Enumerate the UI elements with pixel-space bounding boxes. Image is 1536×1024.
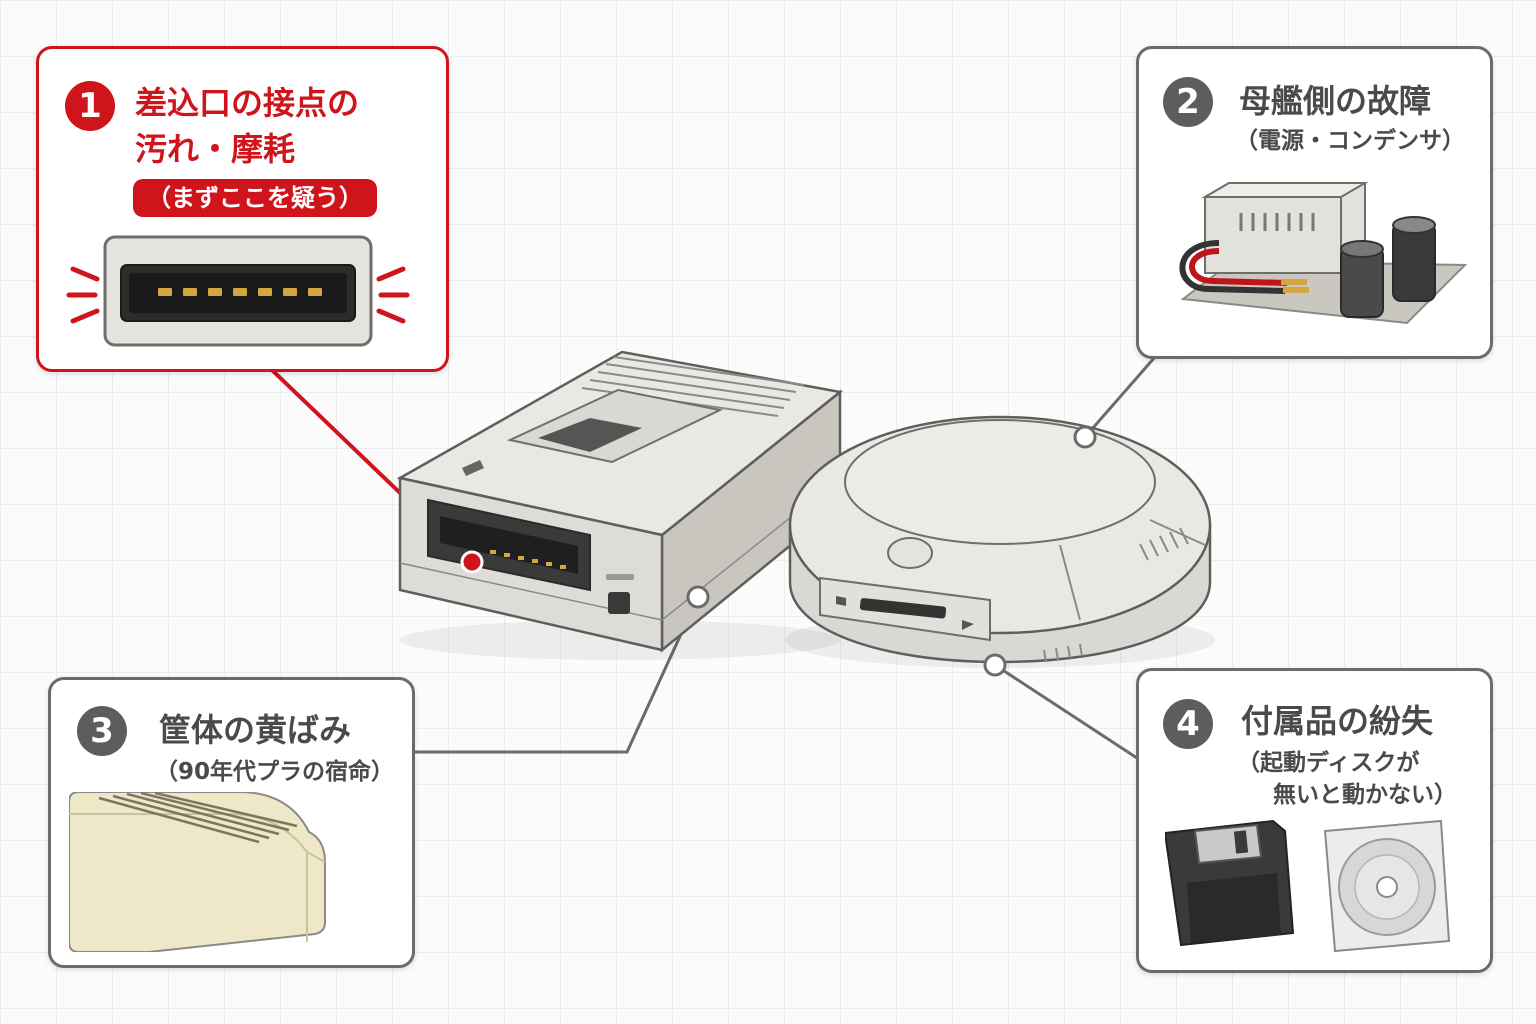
marker-dot-2 (1073, 425, 1097, 449)
cartridge-slot-contacts-icon (66, 235, 410, 347)
callout-case-yellowing: 3 筐体の黄ばみ （90年代プラの宿命） (48, 677, 415, 968)
priority-tag: （まずここを疑う） (133, 179, 377, 217)
callout-subtitle: （90年代プラの宿命） (155, 759, 395, 785)
cd-disc-icon (1323, 819, 1451, 953)
cartridge-adapter-device (396, 350, 843, 660)
round-console-device (785, 415, 1215, 677)
callout-title-line2: 汚れ・摩耗 (135, 130, 296, 168)
callout-number-badge: 3 (77, 706, 127, 756)
callout-number-badge: 2 (1163, 77, 1213, 127)
power-supply-capacitor-icon (1179, 182, 1468, 325)
yellowed-case-icon (69, 792, 326, 952)
callout-title: 母艦側の故障 (1239, 82, 1432, 120)
callout-title-line1: 差込口の接点の (135, 84, 360, 122)
callout-connector-contacts: 1 差込口の接点の 汚れ・摩耗 （まずここを疑う） (36, 46, 449, 372)
callout-number-badge: 4 (1163, 699, 1213, 749)
callout-subtitle-line2: 無いと動かない） (1273, 782, 1457, 808)
callout-subtitle-line1: （起動ディスクが (1237, 750, 1420, 776)
leader-line-2 (1083, 356, 1157, 438)
callout-missing-accessories: 4 付属品の紛失 （起動ディスクが 無いと動かない） (1136, 668, 1493, 973)
callout-title: 付属品の紛失 (1241, 702, 1434, 740)
marker-dot-4 (983, 653, 1007, 677)
callout-host-failure: 2 母艦側の故障 （電源・コンデンサ） (1136, 46, 1493, 359)
marker-dot-3 (686, 585, 710, 609)
callout-number-badge: 1 (65, 81, 115, 131)
leader-line-4 (994, 663, 1138, 760)
floppy-disk-icon (1165, 819, 1295, 947)
callout-title: 筐体の黄ばみ (159, 711, 352, 749)
floppy-disk-and-cd-icon (1165, 819, 1451, 953)
leader-line-3 (414, 596, 700, 754)
marker-dot-1 (460, 550, 484, 574)
callout-subtitle: （電源・コンデンサ） (1235, 128, 1465, 154)
